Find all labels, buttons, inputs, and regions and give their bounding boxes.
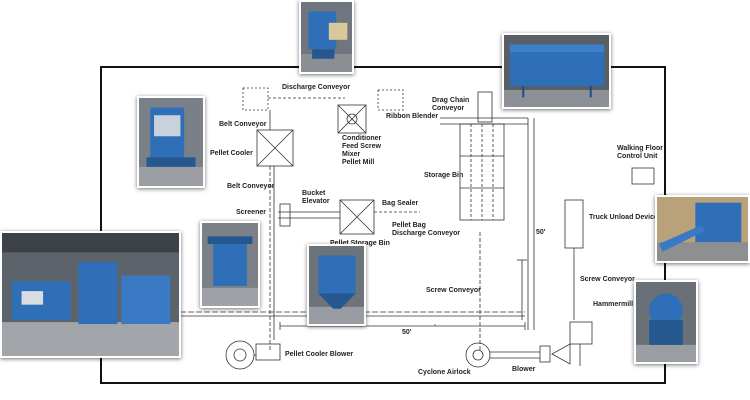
bag-sealer-outline xyxy=(339,199,375,235)
hammermill-outline xyxy=(569,321,593,345)
label-blower: Blower xyxy=(512,366,536,373)
label-bag-sealer: Bag Sealer xyxy=(382,200,419,207)
photo-truck-unload xyxy=(655,195,750,263)
label-discharge-conveyor: Discharge Conveyor xyxy=(282,84,351,91)
photo-plant-floor xyxy=(0,231,181,358)
photo-storage-bin xyxy=(502,33,611,109)
label-screener: Screener xyxy=(236,209,266,216)
photo-pellet-mill xyxy=(299,0,354,74)
label-bucket-elevator: Bucket Elevator xyxy=(302,190,330,205)
discharge-conveyor-left-box xyxy=(242,87,269,111)
bucket-elevator-box xyxy=(279,203,291,227)
svg-text:": " xyxy=(434,324,436,330)
label-hammermill: Hammermill xyxy=(593,301,634,308)
label-truck-unload-device: Truck Unload Device xyxy=(589,214,658,221)
truck-unload-outline xyxy=(564,199,584,249)
walking-floor-control-box xyxy=(631,167,655,185)
label-pellet-cooler: Pellet Cooler xyxy=(210,150,253,157)
label-dim-50-horizontal: 50' xyxy=(402,329,412,336)
discharge-conveyor-right-box xyxy=(377,89,404,111)
photo-hammermill xyxy=(634,280,698,364)
photo-pellet-cooler xyxy=(137,96,205,188)
label-belt-conveyor-top: Belt Conveyor xyxy=(219,121,267,128)
label-conditioner-group: Conditioner Feed Screw Mixer Pellet Mill xyxy=(342,135,382,166)
label-pellet-storage-bin: Pellet Storage Bin xyxy=(330,240,390,247)
label-belt-conveyor-mid: Belt Conveyor xyxy=(227,183,275,190)
label-ribbon-blender: Ribbon Blender xyxy=(386,113,439,120)
pellet-cooler-blower-wheel xyxy=(225,340,255,370)
label-drag-chain-conveyor: Drag Chain Conveyor xyxy=(432,97,470,112)
pellet-cooler-outline xyxy=(256,129,294,167)
label-screw-conveyor-right: Screw Conveyor xyxy=(580,276,635,283)
label-pellet-bag-discharge: Pellet Bag Discharge Conveyor xyxy=(392,222,461,237)
label-pellet-cooler-blower: Pellet Cooler Blower xyxy=(285,351,354,358)
label-dim-50-vertical: 50' xyxy=(536,229,546,236)
photo-screener xyxy=(200,221,260,308)
cyclone-blower-wheel xyxy=(465,342,491,368)
label-walking-floor: Walking Floor Control Unit xyxy=(617,145,664,160)
label-screw-conveyor-center: Screw Conveyor xyxy=(426,287,481,294)
label-storage-bin: Storage Bin xyxy=(424,172,464,179)
pellet-mill-outline xyxy=(337,104,367,134)
photo-pellet-storage-bin xyxy=(307,244,366,326)
drag-chain-tower xyxy=(477,91,493,123)
label-cyclone-airlock: Cyclone Airlock xyxy=(418,369,471,376)
